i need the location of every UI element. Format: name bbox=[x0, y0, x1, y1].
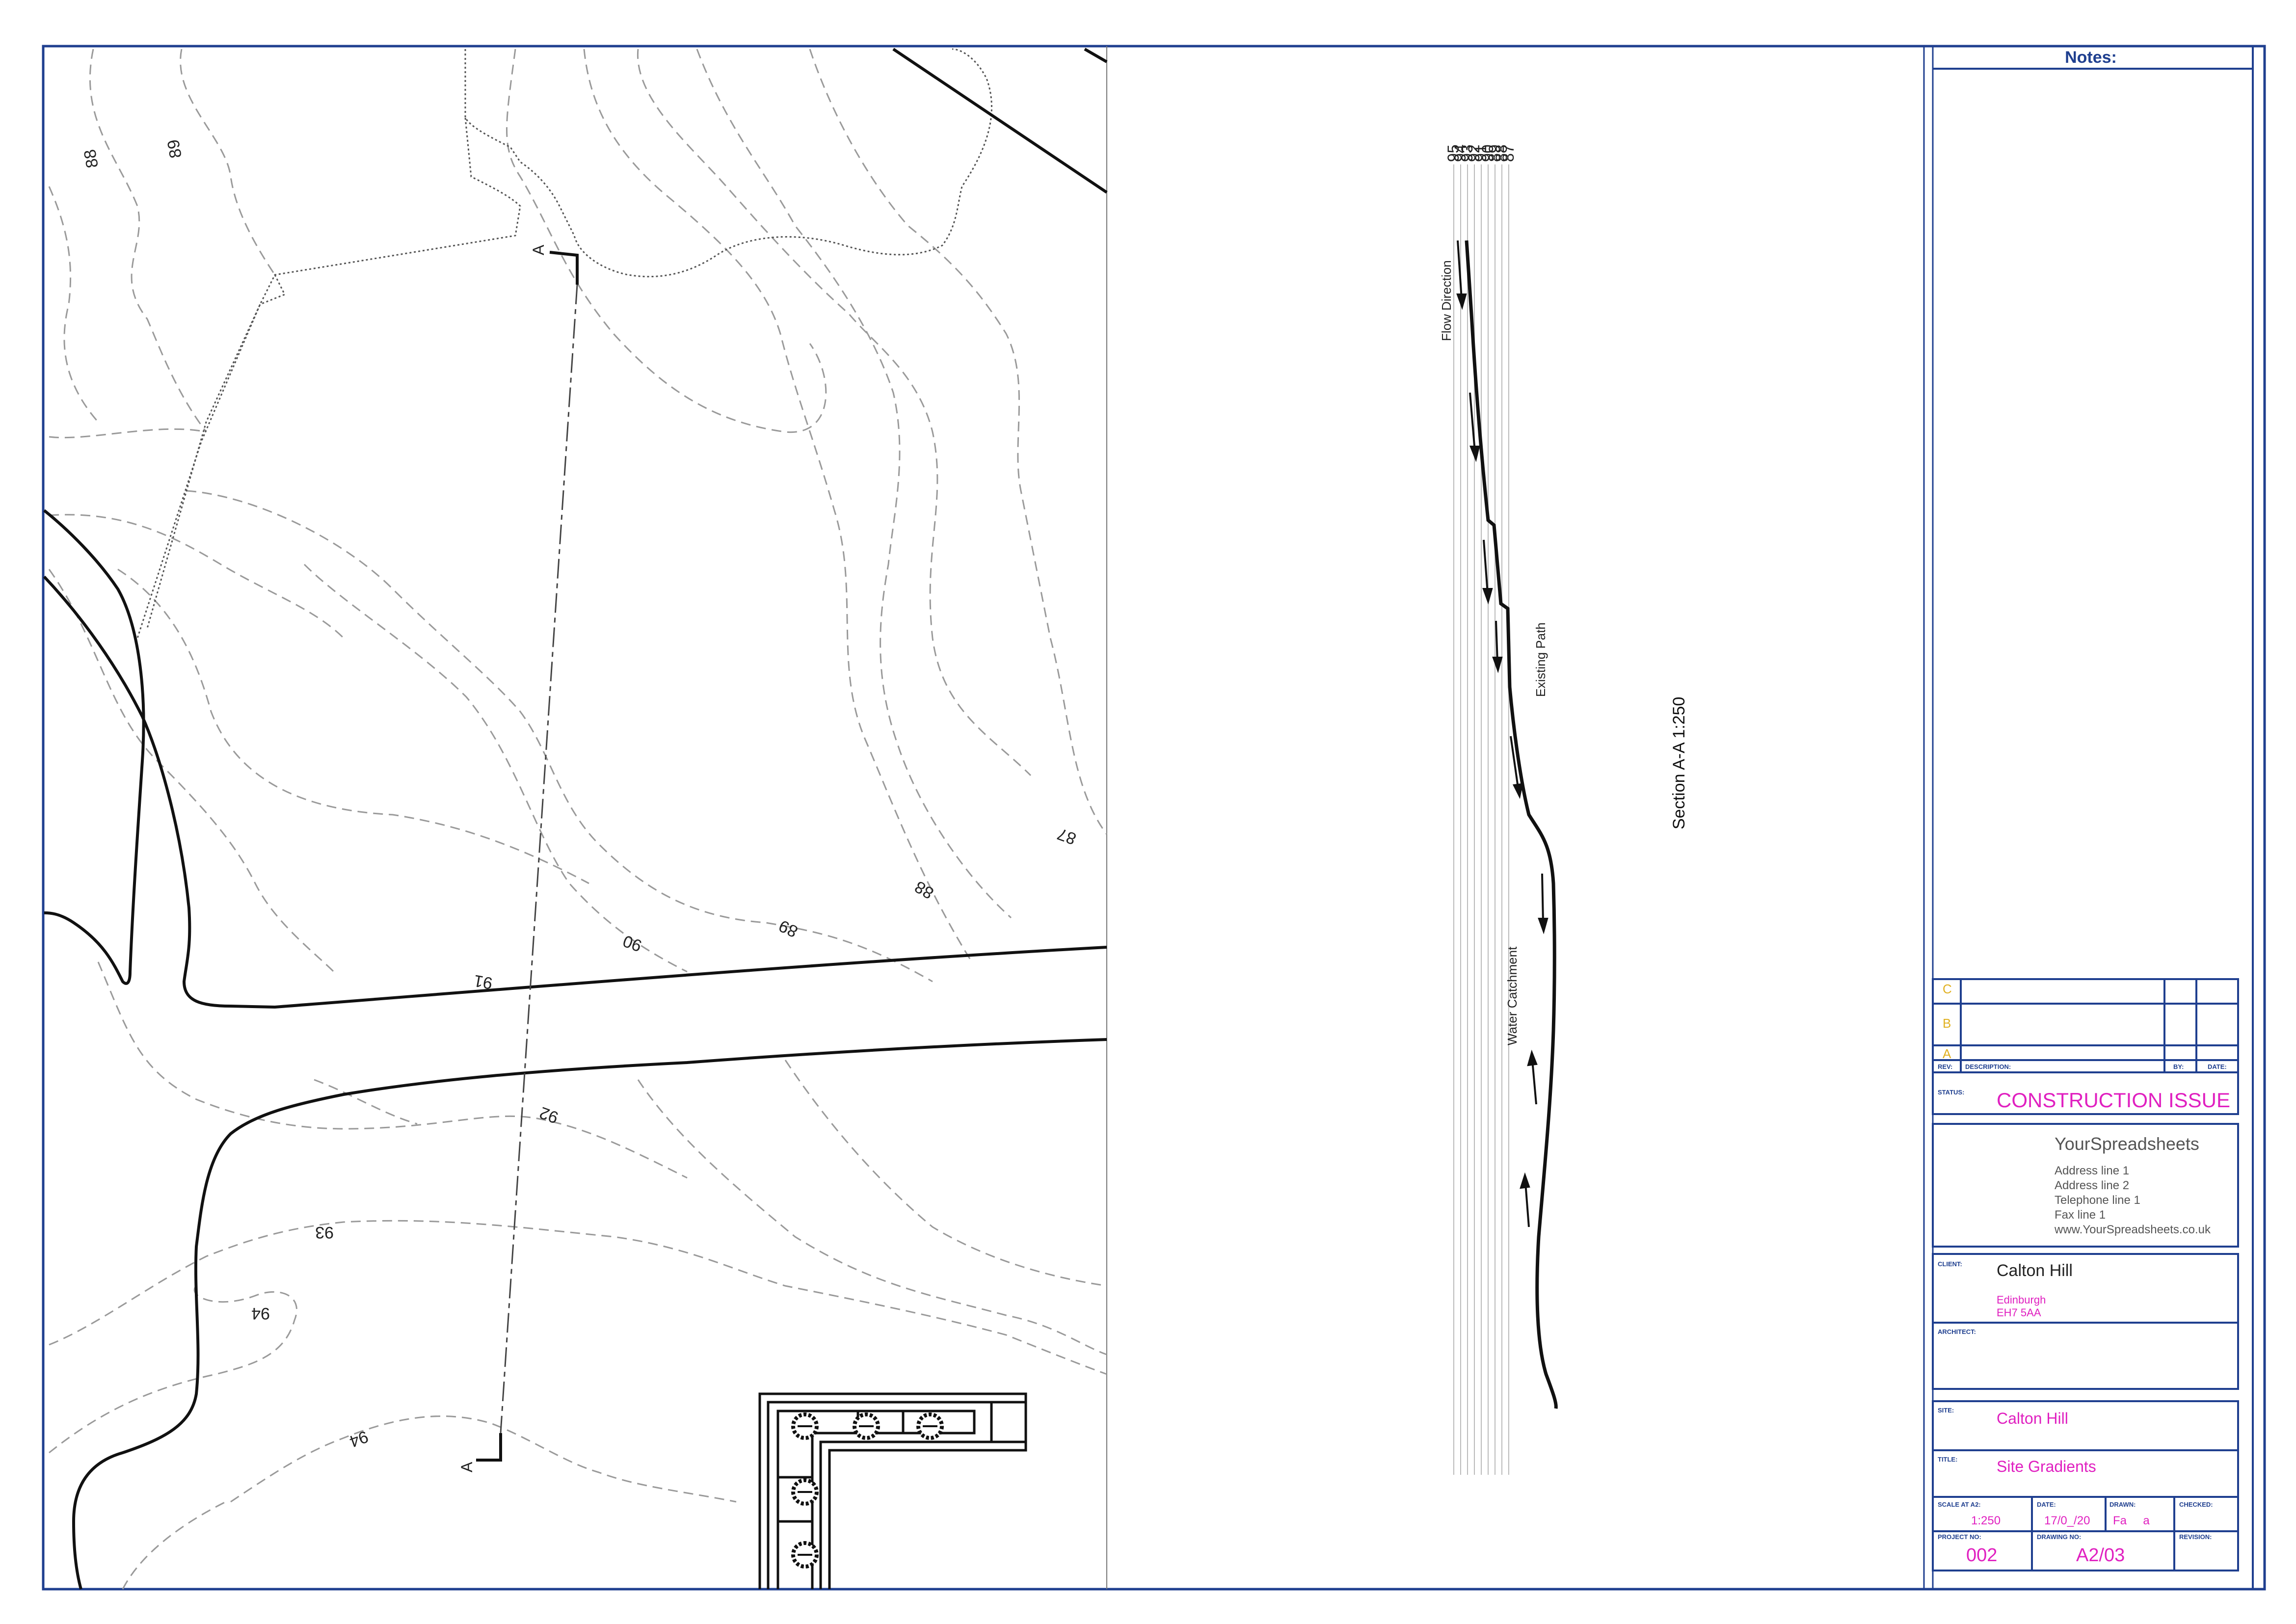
rev-header: REV: bbox=[1938, 1063, 1953, 1070]
contour-lines bbox=[48, 49, 1108, 1590]
flow-direction-label: Flow Direction bbox=[1439, 260, 1454, 341]
elevation-label: 89 bbox=[1486, 144, 1503, 162]
scale-label: SCALE AT A2: bbox=[1938, 1501, 1981, 1508]
description-header: DESCRIPTION: bbox=[1965, 1063, 2011, 1070]
contour-label: 88 bbox=[80, 148, 102, 169]
elevation-label: 94 bbox=[1451, 144, 1469, 162]
roads bbox=[43, 48, 1108, 1590]
elevation-label: 88 bbox=[1493, 144, 1510, 162]
site-boundary bbox=[464, 48, 992, 278]
contour-label: 90 bbox=[620, 932, 644, 956]
contour-label: 94 bbox=[251, 1304, 270, 1323]
ground-profile bbox=[1465, 240, 1558, 1409]
site-plan: 88 89 87 88 89 90 91 92 93 94 94 A A bbox=[43, 48, 1108, 1590]
section-line bbox=[476, 251, 579, 1462]
contour-label: 89 bbox=[776, 916, 801, 941]
title-label: TITLE: bbox=[1938, 1456, 1958, 1463]
architect-label: ARCHITECT: bbox=[1938, 1328, 1976, 1335]
contour-label: 93 bbox=[315, 1223, 334, 1242]
sheet-border bbox=[42, 45, 2266, 1591]
revision-label: REVISION: bbox=[2179, 1533, 2212, 1541]
section-marker-bottom: A bbox=[458, 1462, 476, 1472]
status-label: STATUS: bbox=[1938, 1089, 1965, 1096]
revision-letter-b: B bbox=[1943, 1016, 1951, 1031]
planter-circles bbox=[791, 1412, 944, 1569]
site-value: Calton Hill bbox=[1997, 1410, 2068, 1427]
site-boundary-west bbox=[146, 117, 521, 629]
date-header: DATE: bbox=[2208, 1063, 2227, 1070]
elevation-label: 95 bbox=[1444, 144, 1462, 162]
company-telephone: Telephone line 1 bbox=[2055, 1194, 2140, 1207]
drawn-label: DRAWN: bbox=[2109, 1501, 2136, 1508]
date-value: 17/0_/20 bbox=[2044, 1514, 2090, 1527]
site-boundary-south bbox=[136, 274, 286, 639]
notes-title: Notes: bbox=[2065, 48, 2117, 67]
company-website: www.YourSpreadsheets.co.uk bbox=[2055, 1223, 2211, 1236]
existing-path-label: Existing Path bbox=[1533, 622, 1548, 697]
client-postcode: EH7 5AA bbox=[1997, 1306, 2041, 1319]
flow-arrows bbox=[1456, 240, 1548, 1227]
drawing-no-value: A2/03 bbox=[2076, 1545, 2125, 1566]
elevation-label: 92 bbox=[1465, 144, 1483, 162]
client-city: Edinburgh bbox=[1997, 1294, 2046, 1306]
contour-label: 89 bbox=[164, 138, 186, 160]
company-name: YourSpreadsheets bbox=[2055, 1134, 2199, 1154]
checked-label: CHECKED: bbox=[2179, 1501, 2213, 1508]
company-address-2: Address line 2 bbox=[2055, 1179, 2130, 1192]
water-catchment-label: Water Catchment bbox=[1505, 946, 1520, 1045]
status-value: CONSTRUCTION ISSUE bbox=[1997, 1089, 2231, 1112]
site-label: SITE: bbox=[1938, 1407, 1954, 1414]
contour-label: 94 bbox=[347, 1427, 371, 1451]
elevation-gridlines bbox=[1453, 164, 1509, 1475]
date-label: DATE: bbox=[2037, 1501, 2056, 1508]
drawn-value: Fa a bbox=[2113, 1514, 2150, 1527]
company-fax: Fax line 1 bbox=[2055, 1208, 2106, 1222]
elevation-label: 90 bbox=[1479, 144, 1496, 162]
contour-label: 88 bbox=[911, 877, 937, 903]
company-address-1: Address line 1 bbox=[2055, 1164, 2130, 1177]
revision-letter-a: A bbox=[1943, 1046, 1951, 1061]
project-no-value: 002 bbox=[1966, 1545, 1998, 1566]
by-header: BY: bbox=[2173, 1063, 2184, 1070]
drawing-no-label: DRAWING NO: bbox=[2037, 1533, 2082, 1541]
revision-letter-c: C bbox=[1943, 982, 1952, 996]
section-marker-top: A bbox=[530, 244, 547, 255]
contour-label: 87 bbox=[1055, 825, 1079, 849]
title-block-frames bbox=[1932, 46, 2254, 1589]
contour-label: 91 bbox=[473, 971, 494, 993]
title-value: Site Gradients bbox=[1997, 1458, 2096, 1475]
scale-value: 1:250 bbox=[1971, 1514, 2001, 1527]
elevation-label: 91 bbox=[1472, 144, 1490, 162]
project-no-label: PROJECT NO: bbox=[1938, 1533, 1981, 1541]
section-view: 95 94 93 92 91 90 89 88 87 Flow Directio… bbox=[1439, 144, 1688, 1475]
client-name: Calton Hill bbox=[1997, 1261, 2073, 1280]
elevation-label: 87 bbox=[1499, 144, 1517, 162]
client-label: CLIENT: bbox=[1938, 1260, 1962, 1268]
elevation-label: 93 bbox=[1458, 144, 1476, 162]
section-title: Section A-A 1:250 bbox=[1670, 697, 1688, 829]
